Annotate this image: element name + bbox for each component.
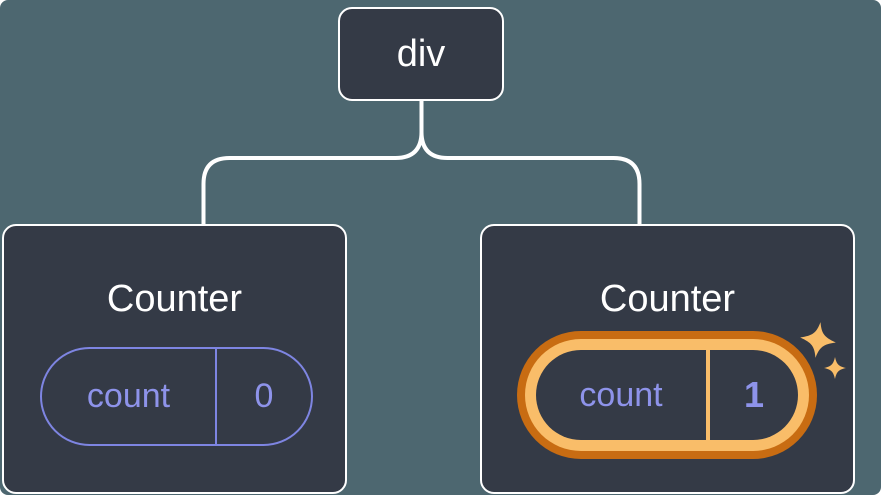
state-value: 0 [254, 377, 274, 415]
counter-node-left: Counter count 0 [2, 224, 347, 494]
state-pill-highlighted: count 1 [536, 350, 798, 440]
counter-node-right: Counter count 1 [480, 224, 855, 494]
state-key-label: count [42, 349, 217, 444]
sparkle-small [824, 357, 846, 379]
connector-right-branch [419, 99, 642, 226]
counter-title: Counter [599, 278, 736, 320]
state-pill: count 0 [40, 347, 313, 446]
root-node-label: div [396, 32, 446, 75]
sparkles-icon [800, 322, 846, 379]
state-value: 1 [743, 374, 765, 415]
state-key-label: count [536, 350, 710, 440]
root-node: div [338, 7, 504, 101]
counter-title: Counter [106, 278, 243, 320]
highlight-ring-inner: count 1 [525, 339, 809, 451]
sparkle-large [800, 322, 836, 358]
connector-left-branch [201, 99, 424, 226]
highlight-ring-outer: count 1 [517, 331, 817, 459]
